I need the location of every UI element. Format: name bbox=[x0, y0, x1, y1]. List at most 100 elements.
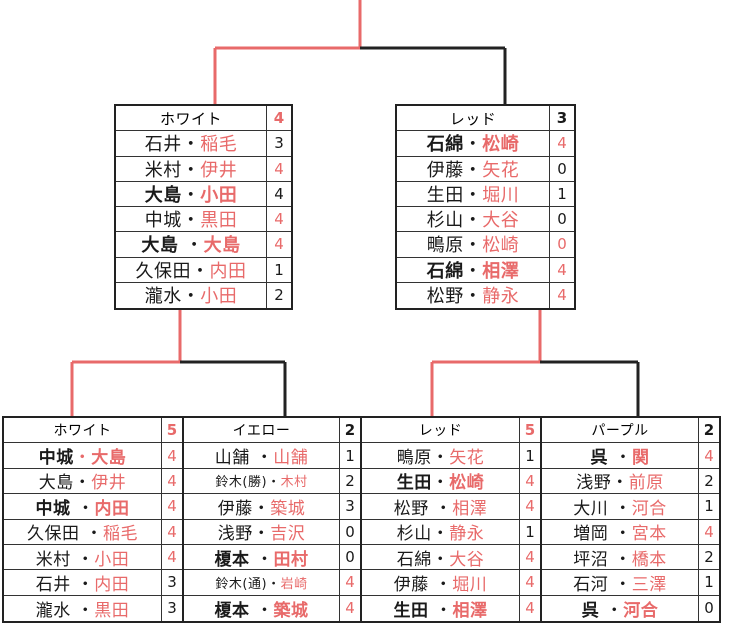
pair-names: 大川 ・河合 bbox=[542, 494, 698, 519]
pair-names: 石綿・松崎 bbox=[397, 130, 549, 156]
separator-dot: ・ bbox=[431, 448, 450, 469]
pair-names: 鴫原・松崎 bbox=[397, 231, 549, 257]
pair-names: 鈴木(通)・岩崎 bbox=[184, 573, 339, 592]
player-a: 米村 bbox=[144, 159, 182, 181]
team-title: レッド bbox=[418, 423, 463, 440]
match-score: 4 bbox=[549, 282, 574, 308]
player-b: 河合 bbox=[623, 600, 659, 621]
match-score: 1 bbox=[549, 181, 574, 206]
separator-dot: ・ bbox=[76, 574, 95, 595]
player-b: 田村 bbox=[273, 549, 309, 570]
team-total-score: 2 bbox=[339, 418, 360, 443]
pair-names: 鈴木(勝)・木村 bbox=[184, 471, 339, 490]
separator-dot: ・ bbox=[463, 235, 483, 257]
pair-names: 浅野・前原 bbox=[542, 468, 698, 493]
match-score: 4 bbox=[339, 595, 360, 621]
match-score: 0 bbox=[339, 544, 360, 570]
pair-names: 杉山・静永 bbox=[362, 519, 519, 544]
pair-names: 生田・松崎 bbox=[362, 468, 519, 493]
match-score: 4 bbox=[549, 257, 574, 282]
player-a: 山舗 bbox=[214, 448, 256, 469]
separator-dot: ・ bbox=[614, 498, 632, 519]
separator-dot: ・ bbox=[431, 524, 450, 545]
separator-dot: ・ bbox=[255, 448, 274, 469]
pair-names: 呉 ・河合 bbox=[542, 596, 698, 621]
separator-dot: ・ bbox=[181, 210, 201, 232]
pair-names: 生田・堀川 bbox=[397, 181, 549, 207]
separator-dot: ・ bbox=[181, 159, 201, 181]
player-a: 呉 bbox=[590, 448, 615, 469]
player-b: 静永 bbox=[482, 286, 520, 308]
player-a: 石井 bbox=[144, 134, 182, 156]
player-a: 呉 bbox=[581, 600, 606, 621]
player-b: 大谷 bbox=[449, 549, 485, 570]
match-score: 4 bbox=[698, 443, 719, 468]
player-a: 鈴木(通) bbox=[215, 576, 268, 592]
pair-names: 増岡 ・宮本 bbox=[542, 519, 698, 544]
player-b: 相澤 bbox=[452, 498, 488, 519]
match-score: 4 bbox=[519, 595, 540, 621]
pair-names: 松野 ・相澤 bbox=[362, 494, 519, 519]
separator-dot: ・ bbox=[73, 473, 92, 494]
pair-names: 瀧水 ・黒田 bbox=[4, 596, 161, 621]
match-score: 2 bbox=[339, 468, 360, 494]
player-b: 静永 bbox=[449, 524, 485, 545]
match-score: 1 bbox=[339, 443, 360, 468]
player-b: 黒田 bbox=[200, 210, 238, 232]
pair-names: 石井・稲毛 bbox=[116, 130, 266, 156]
pair-names: 杉山・大谷 bbox=[397, 206, 549, 232]
separator-dot: ・ bbox=[431, 549, 450, 570]
match-score: 1 bbox=[698, 570, 719, 595]
match-score: 2 bbox=[698, 544, 719, 570]
player-a: 大島 bbox=[144, 184, 182, 206]
player-a: 鈴木(勝) bbox=[215, 475, 268, 491]
team-title: ホワイト bbox=[53, 423, 112, 440]
player-b: 相澤 bbox=[482, 260, 520, 282]
separator-dot: ・ bbox=[255, 549, 274, 570]
pair-names: 大島・伊井 bbox=[4, 468, 161, 493]
player-a: 大島 bbox=[141, 235, 186, 257]
player-b: 築城 bbox=[273, 600, 309, 621]
player-a: 浅野 bbox=[217, 524, 253, 545]
separator-dot: ・ bbox=[85, 524, 103, 545]
player-a: 生田 bbox=[393, 600, 435, 621]
player-a: 大川 bbox=[573, 498, 615, 519]
player-a: 伊藤 bbox=[393, 574, 435, 595]
separator-dot: ・ bbox=[76, 498, 95, 519]
match-score: 2 bbox=[266, 282, 291, 308]
pair-names: 大島 ・大島 bbox=[116, 231, 266, 257]
player-a: 杉山 bbox=[426, 210, 464, 232]
player-b: 松崎 bbox=[449, 473, 485, 494]
player-b: 吉沢 bbox=[270, 524, 306, 545]
player-b: 相澤 bbox=[452, 600, 488, 621]
match-score: 4 bbox=[519, 494, 540, 519]
player-b: 宮本 bbox=[631, 524, 667, 545]
pair-names: 松野・静永 bbox=[397, 282, 549, 308]
match-score: 4 bbox=[339, 570, 360, 595]
match-score: 0 bbox=[339, 519, 360, 544]
player-b: 河合 bbox=[631, 498, 667, 519]
match-score: 4 bbox=[266, 232, 291, 257]
separator-dot: ・ bbox=[605, 600, 624, 621]
player-b: 内田 bbox=[209, 260, 247, 282]
